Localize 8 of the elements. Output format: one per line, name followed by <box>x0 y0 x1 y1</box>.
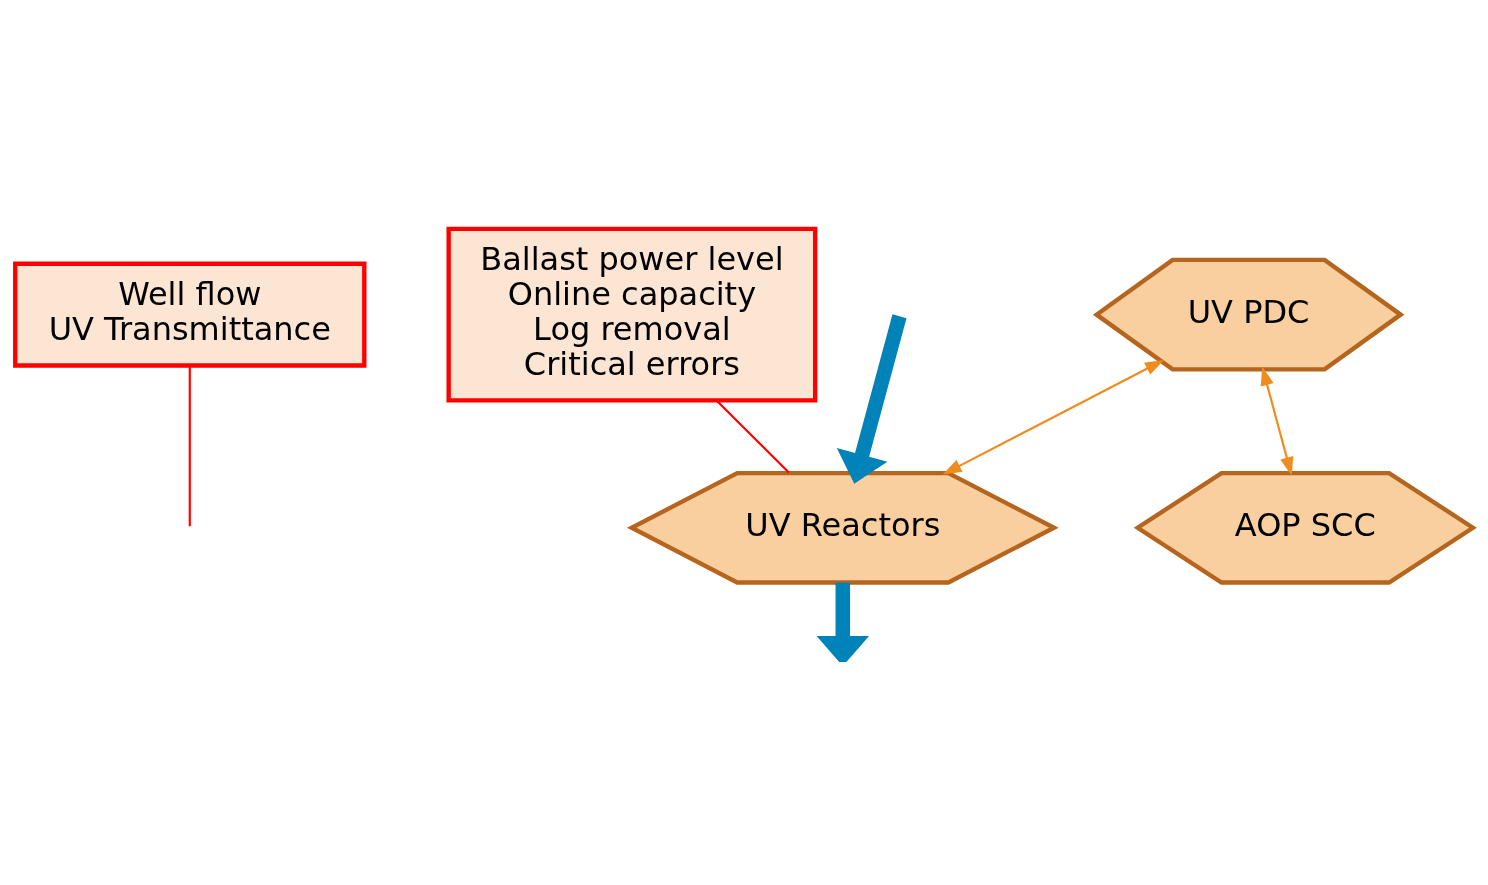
connector <box>716 400 790 474</box>
node-box: Ballast power level Online capacity Log removal Critical errors <box>446 226 818 403</box>
arrow <box>816 582 869 662</box>
arrow <box>836 314 907 484</box>
connector <box>188 365 191 527</box>
arrow <box>942 359 1164 475</box>
node-box: Well flow UV Transmittance <box>13 261 367 368</box>
arrow <box>1260 366 1294 477</box>
